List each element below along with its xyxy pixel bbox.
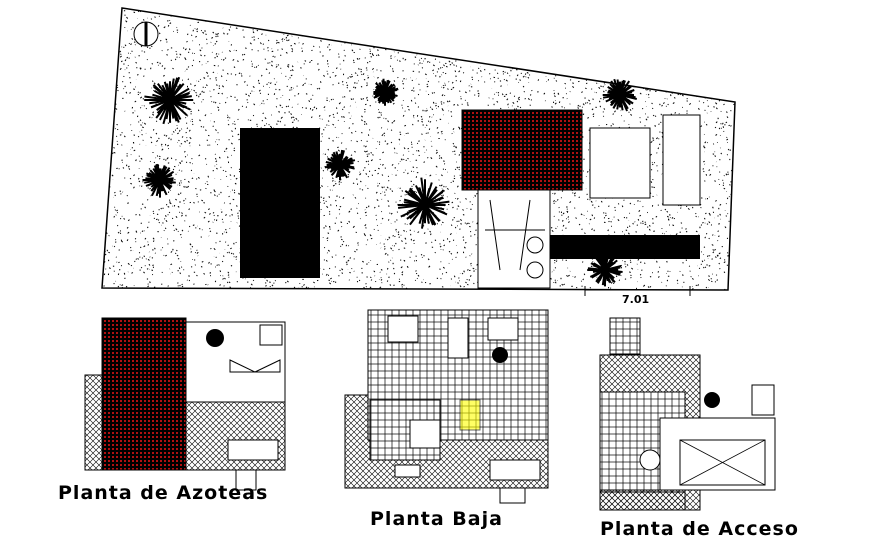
dimension-label: 7.01 <box>622 293 650 306</box>
roof-tiles <box>461 109 583 191</box>
plan-title-acceso: Planta de Acceso <box>600 518 799 540</box>
tree-icon <box>373 78 399 106</box>
plan-acceso <box>599 317 776 511</box>
tree-icon <box>324 149 356 181</box>
tree-icon <box>602 78 638 112</box>
tree-icon <box>587 252 623 287</box>
tree-icon <box>144 76 194 125</box>
plan-title-azoteas: Planta de Azoteas <box>58 482 269 504</box>
plan-azoteas <box>84 317 286 491</box>
entry-area <box>477 189 551 289</box>
roof-tiles <box>101 317 187 471</box>
plan-title-baja: Planta Baja <box>370 508 503 530</box>
dimension-line <box>584 286 691 296</box>
parking-area <box>662 114 701 206</box>
stairs <box>589 127 651 199</box>
site-plan <box>101 7 736 296</box>
trees <box>142 76 638 287</box>
main-building-roof <box>240 128 320 278</box>
plan-baja <box>344 309 549 504</box>
stairs <box>609 317 641 355</box>
tree-icon <box>397 177 450 229</box>
tree-icon <box>142 163 176 198</box>
wall-bar <box>550 235 700 259</box>
